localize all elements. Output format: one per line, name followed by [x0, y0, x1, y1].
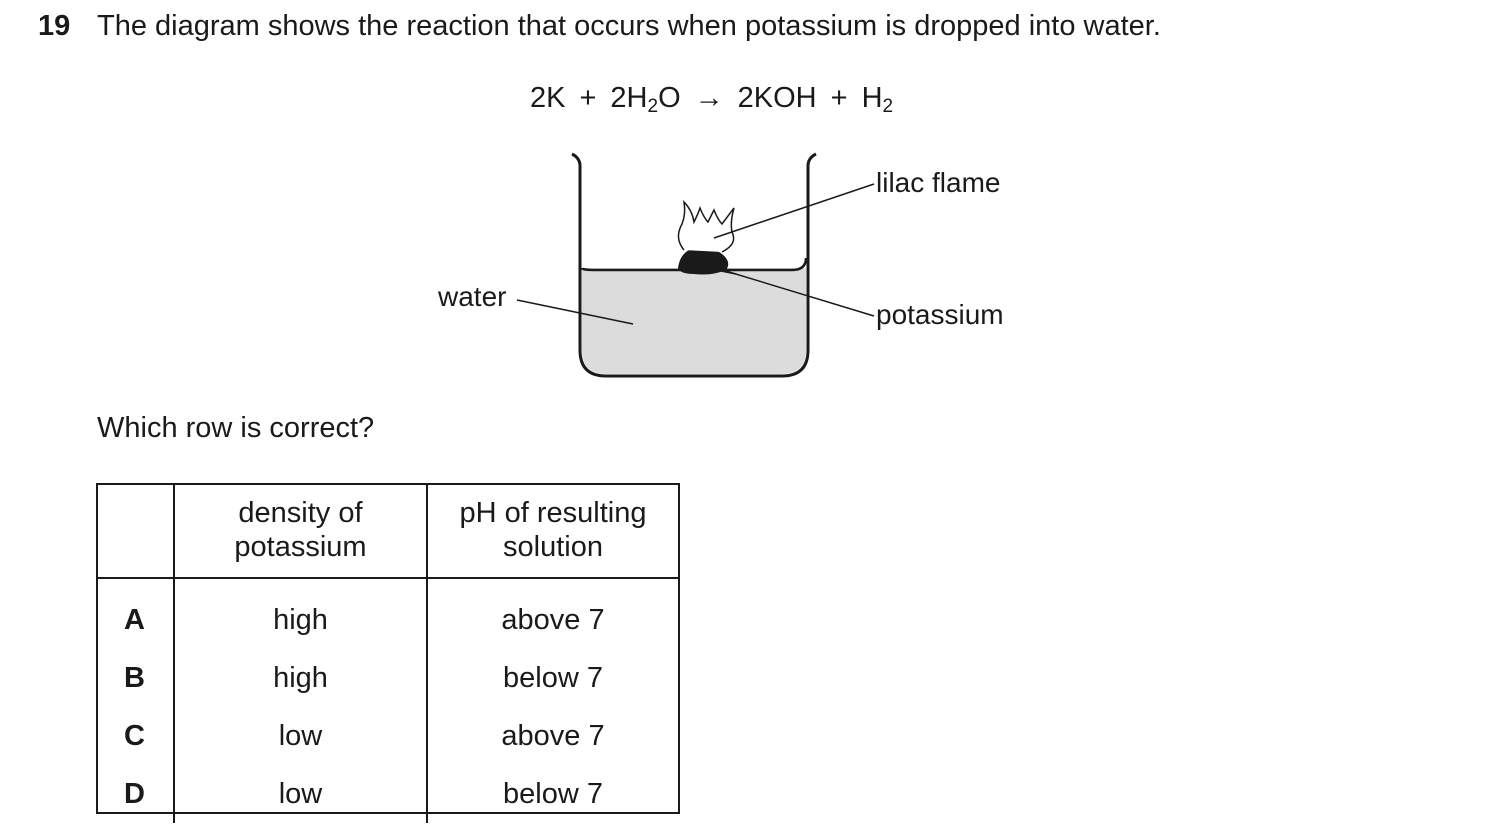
question-number: 19: [38, 10, 71, 42]
table-row[interactable]: D low below 7: [96, 765, 678, 823]
reactant-water: 2H2O: [610, 82, 681, 117]
option-letter: D: [124, 777, 145, 810]
option-letter: B: [124, 661, 145, 694]
ph-cell: above 7: [426, 707, 678, 765]
plus-sign: +: [579, 82, 597, 114]
flame: [677, 199, 735, 253]
ph-cell: below 7: [426, 649, 678, 707]
option-letter: A: [124, 603, 145, 636]
table-row[interactable]: A high above 7: [96, 578, 678, 649]
option-letter: C: [124, 719, 145, 752]
flame-leader: [713, 183, 875, 239]
density-cell: high: [173, 649, 427, 707]
reactant-potassium: 2K: [530, 82, 566, 114]
question-prompt: Which row is correct?: [97, 412, 375, 444]
beaker-outline: [571, 152, 817, 378]
potassium-label: potassium: [876, 299, 1004, 330]
product-hydrogen: H2: [861, 82, 894, 117]
chemical-equation: 2K +2H2O → 2KOH + H2: [530, 82, 894, 117]
product-koh: 2KOH: [737, 82, 817, 114]
table-row[interactable]: C low above 7: [96, 707, 678, 765]
reaction-arrow: →: [694, 82, 724, 114]
density-cell: low: [173, 765, 427, 823]
ph-cell: above 7: [426, 578, 678, 649]
water-label: water: [438, 281, 507, 312]
header-empty: [96, 483, 174, 579]
question-text: The diagram shows the reaction that occu…: [97, 10, 1161, 42]
potassium-lump: [678, 247, 729, 275]
density-cell: low: [173, 707, 427, 765]
plus-sign: +: [830, 82, 848, 114]
potassium-leader: [715, 267, 875, 317]
ph-cell: below 7: [426, 765, 678, 823]
table-row[interactable]: B high below 7: [96, 649, 678, 707]
water-fill: [582, 268, 806, 374]
water-leader: [516, 299, 634, 325]
lilac-flame-label: lilac flame: [876, 167, 1001, 198]
density-cell: high: [173, 578, 427, 649]
